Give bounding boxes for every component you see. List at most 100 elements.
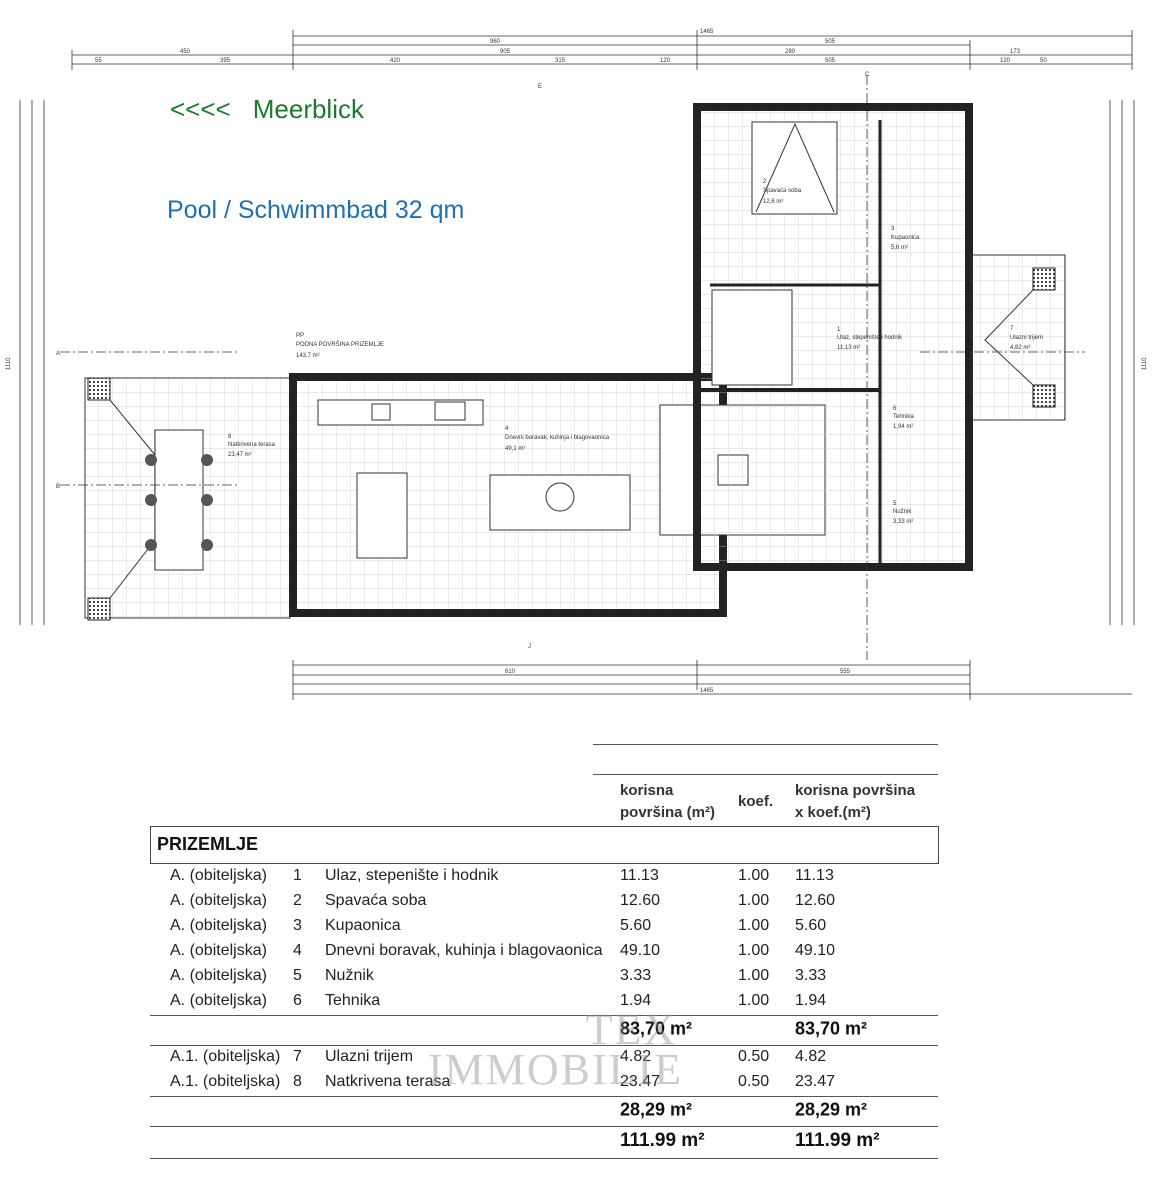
svg-text:3,33 m²: 3,33 m² xyxy=(893,519,913,525)
cell-num: 3 xyxy=(293,917,302,934)
cell-type: A.1. (obiteljska) xyxy=(170,1073,281,1090)
view-label: Meerblick xyxy=(252,94,364,124)
cell-koef: 0.50 xyxy=(738,1048,770,1065)
dim-label: 420 xyxy=(390,58,401,64)
grand-total-total: 111.99 m² xyxy=(795,1130,880,1151)
dim-label: 905 xyxy=(500,49,511,55)
cell-type: A. (obiteljska) xyxy=(170,942,267,959)
cell-area: 3.33 xyxy=(620,967,652,984)
cell-type: A. (obiteljska) xyxy=(170,967,267,984)
svg-text:23,47 m²: 23,47 m² xyxy=(228,452,252,458)
section-header: PRIZEMLJE xyxy=(150,826,939,864)
floor-area: 143,7 m² xyxy=(296,353,320,359)
svg-text:5: 5 xyxy=(893,501,897,507)
cell-type: A. (obiteljska) xyxy=(170,917,267,934)
sea-view-annotation: <<<< Meerblick xyxy=(170,94,364,125)
section-mark-j: J xyxy=(528,644,531,650)
dim-label: 555 xyxy=(840,669,851,675)
cell-area: 4.82 xyxy=(620,1048,652,1065)
svg-text:11,13 m²: 11,13 m² xyxy=(837,345,860,351)
svg-text:1: 1 xyxy=(837,327,841,333)
cell-name: Nužnik xyxy=(325,967,374,984)
cell-koef: 1.00 xyxy=(738,917,770,934)
cell-area: 5.60 xyxy=(620,917,652,934)
cell-name: Ulaz, stepenište i hodnik xyxy=(325,867,499,884)
cell-koef: 1.00 xyxy=(738,942,770,959)
svg-text:Ulazni trijem: Ulazni trijem xyxy=(1010,335,1043,341)
cell-total: 4.82 xyxy=(795,1048,827,1065)
cell-type: A.1. (obiteljska) xyxy=(170,1048,281,1065)
svg-text:1,94 m²: 1,94 m² xyxy=(893,424,913,430)
svg-text:2: 2 xyxy=(763,179,767,185)
dim-label: 280 xyxy=(785,49,796,55)
cell-area: 11.13 xyxy=(620,867,659,884)
cell-num: 2 xyxy=(293,892,302,909)
cell-total: 49.10 xyxy=(795,942,836,959)
dim-label: 395 xyxy=(220,58,231,64)
cell-koef: 1.00 xyxy=(738,967,770,984)
dim-label: 120 xyxy=(1000,58,1011,64)
watermark-line2: IMMOBILIE xyxy=(428,1045,684,1094)
section-mark-a: A xyxy=(56,351,60,357)
cell-koef: 1.00 xyxy=(738,892,770,909)
cell-area: 12.60 xyxy=(620,892,661,909)
cell-total: 12.60 xyxy=(795,892,836,909)
cell-area: 49.10 xyxy=(620,942,661,959)
dim-label: 1110 xyxy=(1142,357,1148,370)
floor-code: PP xyxy=(296,333,304,339)
svg-text:12,6 m²: 12,6 m² xyxy=(763,199,783,205)
cell-num: 5 xyxy=(293,967,302,984)
cell-num: 1 xyxy=(293,867,302,884)
dim-label: 1110 xyxy=(6,357,12,370)
svg-text:4: 4 xyxy=(505,426,509,432)
svg-text:Ulaz, stepenište i hodnik: Ulaz, stepenište i hodnik xyxy=(837,335,903,341)
cell-area: 23.47 xyxy=(620,1073,661,1090)
svg-text:Natkrivena terasa: Natkrivena terasa xyxy=(228,442,276,448)
dim-label: 55 xyxy=(95,58,102,64)
svg-text:Spavaća soba: Spavaća soba xyxy=(763,188,802,194)
cell-name: Natkrivena terasa xyxy=(325,1073,451,1090)
dim-label: 960 xyxy=(490,39,501,45)
subtotal2-area: 28,29 m² xyxy=(620,1099,693,1120)
cell-total: 23.47 xyxy=(795,1073,836,1090)
floor-plan: 1465 960 505 450 905 280 173 55 395 420 … xyxy=(6,29,1148,700)
dim-label: 450 xyxy=(180,49,191,55)
cell-total: 11.13 xyxy=(795,867,834,884)
cell-koef: 0.50 xyxy=(738,1073,770,1090)
entrance-porch xyxy=(971,254,1066,421)
cell-num: 4 xyxy=(293,942,302,959)
cell-num: 8 xyxy=(293,1073,302,1090)
svg-text:6: 6 xyxy=(893,406,897,412)
bedroom-wing xyxy=(693,103,973,571)
cell-name: Ulazni trijem xyxy=(325,1048,414,1065)
cell-name: Spavaća soba xyxy=(325,892,427,909)
cell-num: 7 xyxy=(293,1048,302,1065)
svg-text:Kupaonica: Kupaonica xyxy=(891,235,920,241)
cell-num: 6 xyxy=(293,992,302,1009)
cell-area: 1.94 xyxy=(620,992,652,1009)
cell-type: A. (obiteljska) xyxy=(170,867,267,884)
dim-label: 1465 xyxy=(700,29,714,35)
dim-label: 120 xyxy=(660,58,671,64)
watermark-line1: TEX xyxy=(585,1005,678,1054)
svg-text:8: 8 xyxy=(228,434,232,440)
dim-label: 610 xyxy=(505,669,516,675)
svg-text:3: 3 xyxy=(891,226,895,232)
cell-type: A. (obiteljska) xyxy=(170,992,267,1009)
cell-name: Kupaonica xyxy=(325,917,401,934)
cell-koef: 1.00 xyxy=(738,867,770,884)
header-total: korisna površina x koef.(m²) xyxy=(795,782,916,821)
dim-label: 505 xyxy=(825,58,836,64)
svg-text:Dnevni boravak, kuhinja i blag: Dnevni boravak, kuhinja i blagovaonica xyxy=(505,435,610,441)
cell-koef: 1.00 xyxy=(738,992,770,1009)
view-arrows: <<<< xyxy=(170,94,231,124)
dim-label: 50 xyxy=(1040,58,1047,64)
section-mark-e: E xyxy=(538,84,542,90)
